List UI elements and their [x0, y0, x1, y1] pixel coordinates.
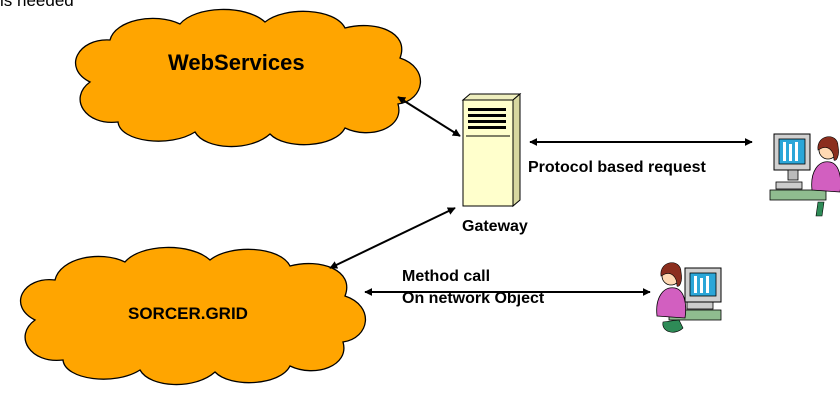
sorcer-grid-cloud-shape: [20, 246, 367, 386]
arrow-webservices-gateway: [397, 96, 461, 137]
webservices-cloud-shape: [75, 8, 422, 148]
header-fragment-text: is needed: [0, 0, 74, 10]
protocol-request-label: Protocol based request: [528, 159, 706, 176]
user-at-computer-icon: [656, 262, 722, 333]
arrow-gateway-sorcer: [329, 207, 456, 269]
sorcer-grid-label: SORCER.GRID: [128, 304, 248, 323]
network-object-label: On network Object: [402, 290, 545, 307]
server-tower-icon: [461, 92, 522, 208]
user-at-computer-icon: [769, 133, 840, 217]
gateway-label: Gateway: [462, 218, 528, 235]
webservices-label: WebServices: [168, 50, 305, 75]
method-call-label: Method call: [402, 268, 491, 285]
